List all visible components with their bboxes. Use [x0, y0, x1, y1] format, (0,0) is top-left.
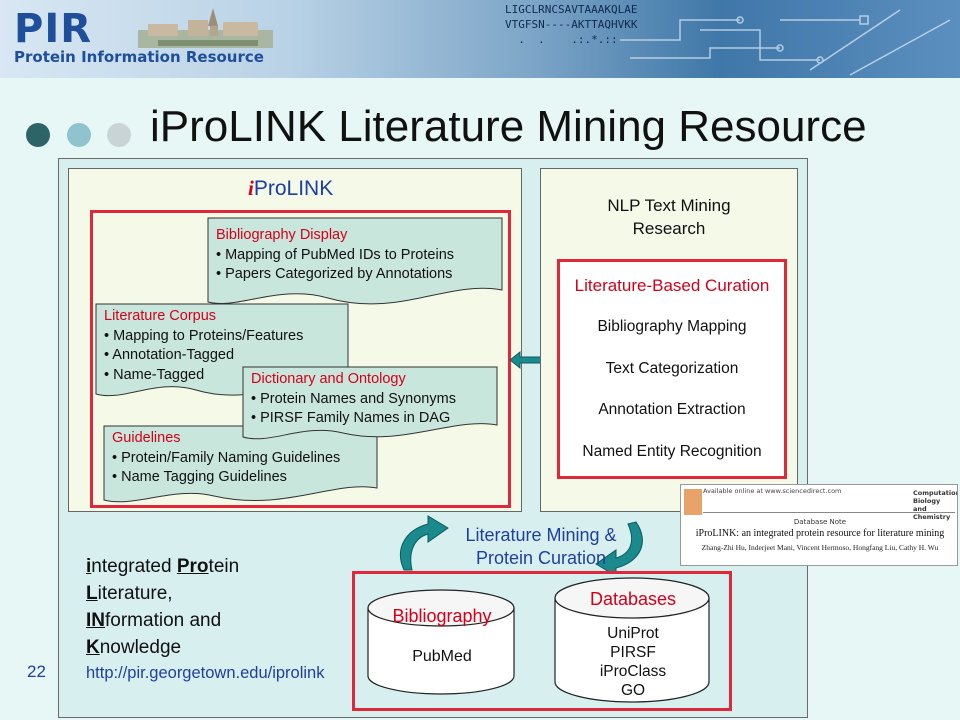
curved-arrow-up-icon	[399, 515, 449, 571]
list-item: iProClass	[599, 663, 667, 680]
mining-label: Literature Mining &Protein Curation	[465, 525, 617, 568]
list-item: • Papers Categorized by Annotations	[216, 266, 453, 282]
dictionary-ontology-doc: Dictionary and Ontology • Protein Names …	[242, 366, 498, 443]
slide-title: iProLINK Literature Mining Resource	[150, 102, 867, 151]
title-dot-light	[107, 123, 131, 147]
logo-subtitle: Protein Information Resource	[14, 48, 264, 66]
list-item: • Protein/Family Naming Guidelines	[112, 449, 341, 466]
list-item: • PIRSF Family Names in DAG	[251, 410, 451, 426]
title-dot-mid	[67, 123, 91, 147]
list-item: UniProt	[607, 625, 659, 642]
curation-title: Literature-Based Curation	[574, 276, 770, 295]
header-banner: PIR Protein Information Resource LIGCLRN…	[0, 0, 960, 78]
circuit-decoration	[620, 9, 951, 76]
elsevier-logo-icon	[684, 489, 702, 515]
curved-arrows	[399, 515, 643, 577]
literature-corpus-title: Literature Corpus	[104, 308, 217, 324]
paper-title: iProLINK: an integrated protein resource…	[695, 528, 945, 539]
list-item: GO	[620, 682, 646, 699]
list-item: • Name Tagging Guidelines	[112, 469, 287, 485]
pir-logo: PIR	[14, 6, 92, 52]
curation-item: Bibliography Mapping	[597, 318, 747, 335]
list-item: • Protein Names and Synonyms	[251, 390, 456, 407]
list-item: • Name-Tagged	[104, 366, 205, 383]
curation-box	[557, 259, 787, 479]
journal-name: ComputationalBiologyandChemistry	[913, 489, 957, 521]
iprolink-url-link[interactable]: http://pir.georgetown.edu/iprolink	[86, 664, 325, 682]
bibliography-cylinder	[367, 589, 515, 695]
list-item: PIRSF	[610, 644, 656, 661]
curation-item: Text Categorization	[605, 360, 739, 377]
title-dot-dark	[26, 123, 50, 147]
paper-header: Available online at www.sciencedirect.co…	[703, 487, 842, 495]
acronym-text: integrated Protein Literature, INformati…	[86, 556, 240, 658]
databases-title: Databases	[589, 589, 677, 609]
bibliography-display-title: Bibliography Display	[216, 227, 348, 243]
dictionary-ontology-title: Dictionary and Ontology	[251, 371, 406, 387]
building-illustration	[138, 8, 273, 48]
curation-item: Named Entity Recognition	[582, 443, 762, 460]
iprolink-heading: iProLINK	[248, 176, 334, 200]
curved-arrow-down-icon	[595, 521, 643, 577]
list-item: • Annotation-Tagged	[104, 347, 235, 363]
databases-cylinder	[554, 577, 710, 703]
databases-list: UniProt PIRSF iProClass GO	[553, 624, 713, 700]
bibliography-display-doc: Bibliography Display • Mapping of PubMed…	[207, 217, 503, 308]
list-item: • Mapping to Proteins/Features	[104, 327, 304, 344]
paper-note: Database Note	[793, 518, 847, 526]
curation-item: Annotation Extraction	[598, 401, 746, 418]
guidelines-title: Guidelines	[112, 430, 181, 446]
guidelines-doc: Guidelines • Protein/Family Naming Guide…	[103, 425, 378, 506]
components-frame	[90, 210, 511, 508]
pubmed-label: PubMed	[412, 648, 472, 665]
paper-authors: Zhang-Zhi Hu, Inderjeet Mani, Vincent He…	[701, 543, 939, 552]
list-item: • Mapping of PubMed IDs to Proteins	[216, 246, 455, 263]
bibliography-title: Bibliography	[392, 606, 492, 626]
paper-thumbnail: Available online at www.sciencedirect.co…	[680, 484, 958, 566]
slide-number: 22	[27, 662, 46, 681]
double-arrow-icon	[510, 350, 560, 370]
